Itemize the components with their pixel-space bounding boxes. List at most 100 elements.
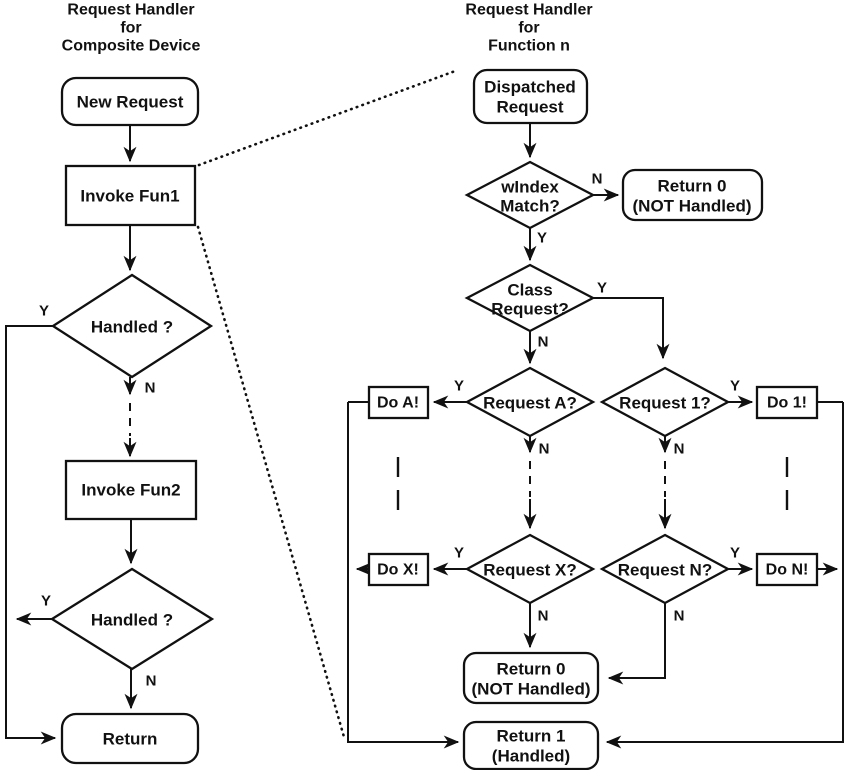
return0-top-line2: (NOT Handled) <box>633 197 752 216</box>
node-invoke-fun2: Invoke Fun2 <box>64 459 198 521</box>
do-x-label: Do X! <box>377 562 419 579</box>
request-a-shape <box>464 366 596 438</box>
class-request-line1: Class <box>507 281 552 300</box>
request-1-shape <box>599 366 731 438</box>
right-title-line1: Request Handler <box>465 2 592 19</box>
class-yes-label: Y <box>597 280 607 297</box>
request-a-yes-label: Y <box>454 378 464 395</box>
node-request-a: Request A? <box>464 366 596 438</box>
request-n-label: Request N? <box>618 561 712 580</box>
do-a-shape <box>367 385 430 420</box>
return-label: Return <box>103 730 158 749</box>
handled-2-yes-label: Y <box>41 593 51 610</box>
request-n-yes-label: Y <box>730 545 740 562</box>
left-title-line1: Request Handler <box>67 2 194 19</box>
do-1-shape <box>755 385 819 420</box>
dispatched-request-shape <box>472 68 589 125</box>
handled-1-shape <box>50 273 214 379</box>
left-title-line3: Composite Device <box>62 38 201 55</box>
right-chart-title: Request Handler for Function n <box>465 2 592 55</box>
do-n-label: Do N! <box>766 562 809 579</box>
handled-2-label: Handled ? <box>91 611 173 630</box>
request-n-shape <box>599 533 731 605</box>
class-request-line2: Request? <box>491 300 568 319</box>
return-shape <box>60 712 200 765</box>
dispatched-request-line1: Dispatched <box>484 78 576 97</box>
left-chart-title: Request Handler for Composite Device <box>62 2 201 55</box>
request-1-label: Request 1? <box>619 394 711 413</box>
node-handled-2: Handled ? <box>49 567 215 671</box>
left-chart-edges <box>5 125 138 745</box>
new-request-shape <box>60 76 200 127</box>
do-x-shape <box>367 552 430 587</box>
request-x-yes-label: Y <box>454 545 464 562</box>
do-n-shape <box>755 552 819 587</box>
node-windex-match: wIndex Match? <box>464 160 596 230</box>
node-new-request: New Request <box>60 76 200 127</box>
return1-line2: (Handled) <box>492 747 570 766</box>
node-do-a: Do A! <box>367 385 430 420</box>
request-a-label: Request A? <box>483 394 577 413</box>
edge-right-rail-to-return1 <box>605 402 844 749</box>
node-request-1: Request 1? <box>599 366 731 438</box>
node-request-x: Request X? <box>464 533 596 605</box>
request-1-no-label: N <box>674 441 685 458</box>
invoke-fun2-label: Invoke Fun2 <box>81 481 180 500</box>
dotted-line-bottom <box>196 225 346 739</box>
edge-left-rail-to-return1 <box>347 402 460 749</box>
node-class-request: Class Request? <box>464 263 596 333</box>
windex-match-line1: wIndex <box>500 178 559 197</box>
node-return: Return <box>60 712 200 765</box>
request-1-yes-label: Y <box>730 378 740 395</box>
handled-2-shape <box>49 567 215 671</box>
return0-bottom-line2: (NOT Handled) <box>472 680 591 699</box>
return0-bottom-shape <box>462 651 600 705</box>
windex-match-shape <box>464 160 596 230</box>
left-chart: Request Handler for Composite Device New… <box>39 2 215 765</box>
new-request-label: New Request <box>77 93 184 112</box>
request-a-no-label: N <box>539 441 550 458</box>
node-invoke-fun1: Invoke Fun1 <box>64 164 197 227</box>
edge-class-yes-to-request1 <box>593 297 670 360</box>
handled-1-label: Handled ? <box>91 318 173 337</box>
do-1-label: Do 1! <box>767 395 807 412</box>
node-return0-top: Return 0 (NOT Handled) <box>621 168 764 222</box>
return1-shape <box>462 720 600 770</box>
edge-requestn-no-to-return0 <box>607 603 666 685</box>
right-chart-edges <box>347 123 844 749</box>
invoke-fun1-shape <box>64 164 197 227</box>
right-title-line2: for <box>518 20 539 37</box>
node-return1: Return 1 (Handled) <box>462 720 600 770</box>
class-no-label: N <box>538 334 549 351</box>
handled-1-yes-label: Y <box>39 303 49 320</box>
windex-yes-label: Y <box>537 230 547 247</box>
node-do-1: Do 1! <box>755 385 819 420</box>
return0-bottom-line1: Return 0 <box>497 660 566 679</box>
edge-handled1-yes-rail-to-return <box>5 325 57 745</box>
invoke-fun2-shape <box>64 459 198 521</box>
zoom-connectors <box>196 68 460 739</box>
return0-top-line1: Return 0 <box>658 177 727 196</box>
node-request-n: Request N? <box>599 533 731 605</box>
class-request-shape <box>464 263 596 333</box>
request-x-no-label: N <box>538 608 549 625</box>
invoke-fun1-label: Invoke Fun1 <box>80 187 179 206</box>
node-do-x: Do X! <box>367 552 430 587</box>
windex-no-label: N <box>592 171 603 188</box>
right-title-line3: Function n <box>488 38 570 55</box>
dispatched-request-line2: Request <box>496 98 563 117</box>
return0-top-shape <box>621 168 764 222</box>
left-title-line2: for <box>120 20 141 37</box>
request-n-no-label: N <box>674 608 685 625</box>
handled-1-no-label: N <box>145 380 156 397</box>
request-x-label: Request X? <box>483 561 577 580</box>
windex-match-line2: Match? <box>500 197 560 216</box>
node-do-n: Do N! <box>755 552 819 587</box>
handled-2-no-label: N <box>146 673 157 690</box>
request-x-shape <box>464 533 596 605</box>
node-dispatched-request: Dispatched Request <box>472 68 589 125</box>
node-handled-1: Handled ? <box>50 273 214 379</box>
return1-line1: Return 1 <box>497 727 566 746</box>
